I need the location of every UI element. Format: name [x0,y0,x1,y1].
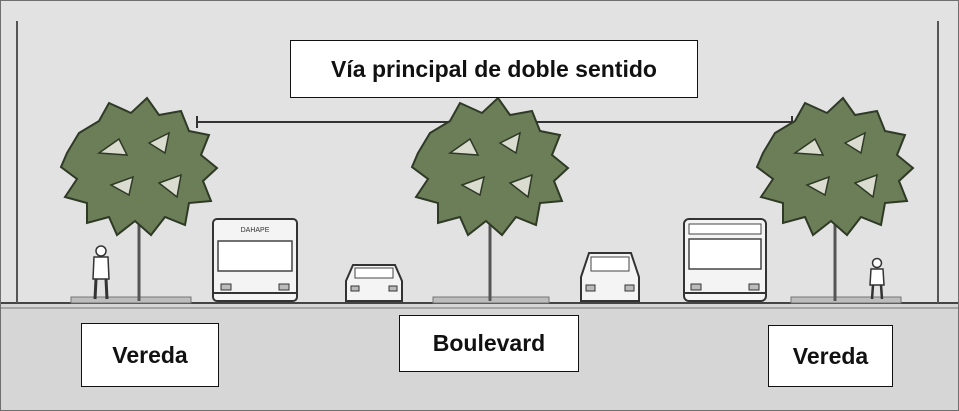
diagram-title: Vía principal de doble sentido [290,40,698,98]
bus-icon [683,218,767,302]
car-icon [580,252,640,302]
bus-destination-sign: DAHAPE [241,227,270,234]
car-icon [345,264,403,302]
tree-icon [410,96,570,301]
label-vereda-right: Vereda [768,325,893,387]
tree-base-right [790,296,902,304]
label-boulevard: Boulevard [399,315,579,372]
bus-icon: DAHAPE [212,218,298,302]
tree-base-left [70,296,192,304]
label-vereda-left: Vereda [81,323,219,387]
pedestrian-icon [869,257,885,300]
tree-icon [755,96,915,301]
tree-icon [59,96,219,301]
pedestrian-icon [92,245,110,300]
